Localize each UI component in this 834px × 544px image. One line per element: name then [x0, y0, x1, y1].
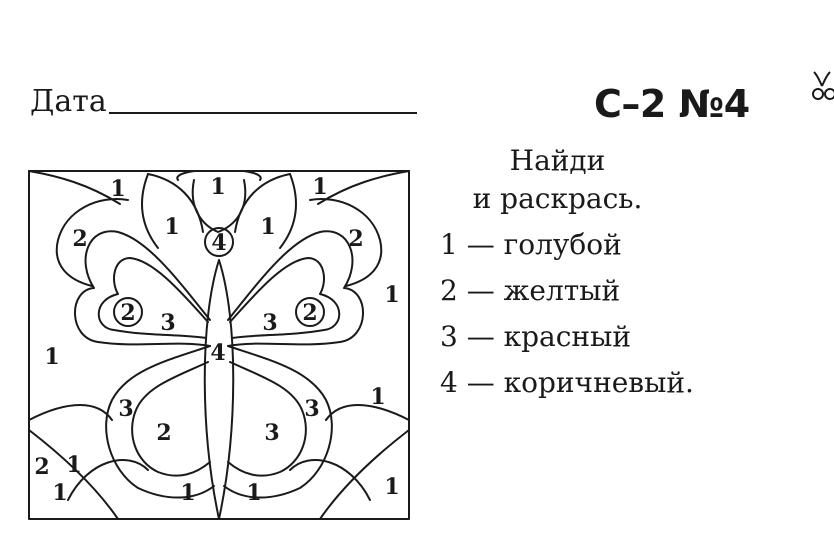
- region-label: 1: [260, 214, 275, 240]
- region-label: 3: [304, 396, 319, 422]
- legend-item: 2 — желтый: [440, 274, 621, 307]
- legend-item: 3 — красный: [440, 320, 632, 353]
- date-label: Дата: [30, 84, 107, 119]
- instruction-line-2: и раскрась.: [472, 182, 643, 215]
- butterfly-coloring-picture: 1 1 1 2 1 4 1 2 2 3 3 2 1 1 4 3 1 2 3 3 …: [28, 170, 410, 520]
- region-label: 1: [384, 282, 399, 308]
- region-label: 2: [156, 420, 171, 446]
- region-label: 1: [312, 174, 327, 200]
- scissors-icon: [812, 71, 834, 100]
- butterfly-head: [204, 227, 234, 257]
- instruction-line-1: Найди: [509, 144, 606, 177]
- region-label: 3: [160, 310, 175, 336]
- legend-item: 1 — голубой: [440, 228, 622, 261]
- region-label: 1: [110, 176, 125, 202]
- task-id: С–2 №4: [594, 82, 750, 126]
- region-label: 2: [120, 300, 135, 326]
- region-label: 1: [210, 174, 225, 200]
- region-label: 3: [264, 420, 279, 446]
- region-label: 4: [211, 230, 226, 256]
- region-label: 2: [72, 226, 87, 252]
- region-label: 2: [302, 300, 317, 326]
- date-line[interactable]: [108, 112, 417, 114]
- region-label: 2: [348, 226, 363, 252]
- legend-item: 4 — коричневый.: [440, 366, 694, 399]
- region-label: 1: [384, 474, 399, 500]
- region-label: 2: [34, 454, 49, 480]
- region-label: 1: [246, 480, 261, 506]
- date-row: Дата: [30, 84, 417, 120]
- region-label: 1: [44, 344, 59, 370]
- color-legend: 1 — голубой 2 — желтый 3 — красный 4 — к…: [440, 222, 800, 406]
- instructions: Найди и раскрась. 1 — голубой 2 — желтый…: [440, 142, 800, 406]
- region-label: 1: [180, 480, 195, 506]
- region-label: 1: [164, 214, 179, 240]
- region-label: 1: [66, 452, 81, 478]
- region-label: 4: [210, 340, 225, 366]
- region-label: 3: [118, 396, 133, 422]
- region-label: 1: [370, 384, 385, 410]
- region-label: 3: [262, 310, 277, 336]
- butterfly-body: [203, 259, 235, 520]
- region-label: 1: [52, 480, 67, 506]
